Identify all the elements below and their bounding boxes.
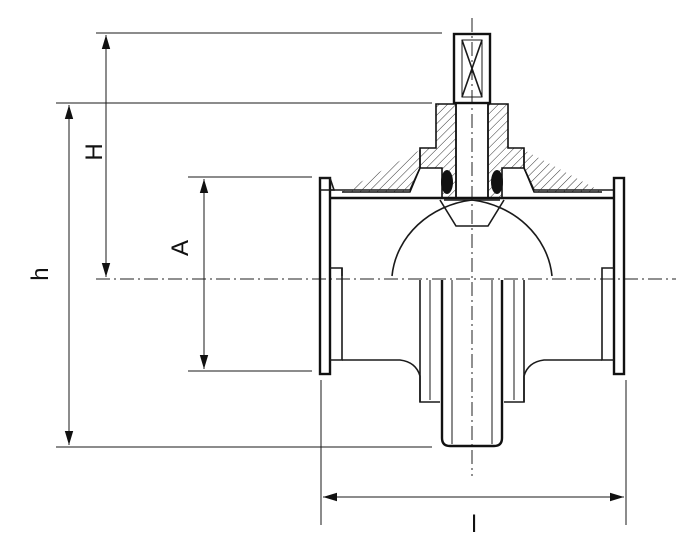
oring-right: [491, 170, 503, 194]
bonnet-section: [329, 103, 615, 199]
center-lines: [96, 18, 676, 476]
valve-body: [318, 176, 626, 403]
label-h: h: [27, 267, 54, 280]
label-H: H: [81, 143, 108, 160]
extension-lines: [56, 32, 627, 525]
dimension-labels: h H A l: [27, 143, 477, 538]
dimension-lines: [64, 35, 624, 502]
label-A: A: [167, 240, 194, 256]
valve-plug: [391, 199, 553, 448]
label-l: l: [471, 511, 476, 538]
oring-left: [441, 170, 453, 194]
